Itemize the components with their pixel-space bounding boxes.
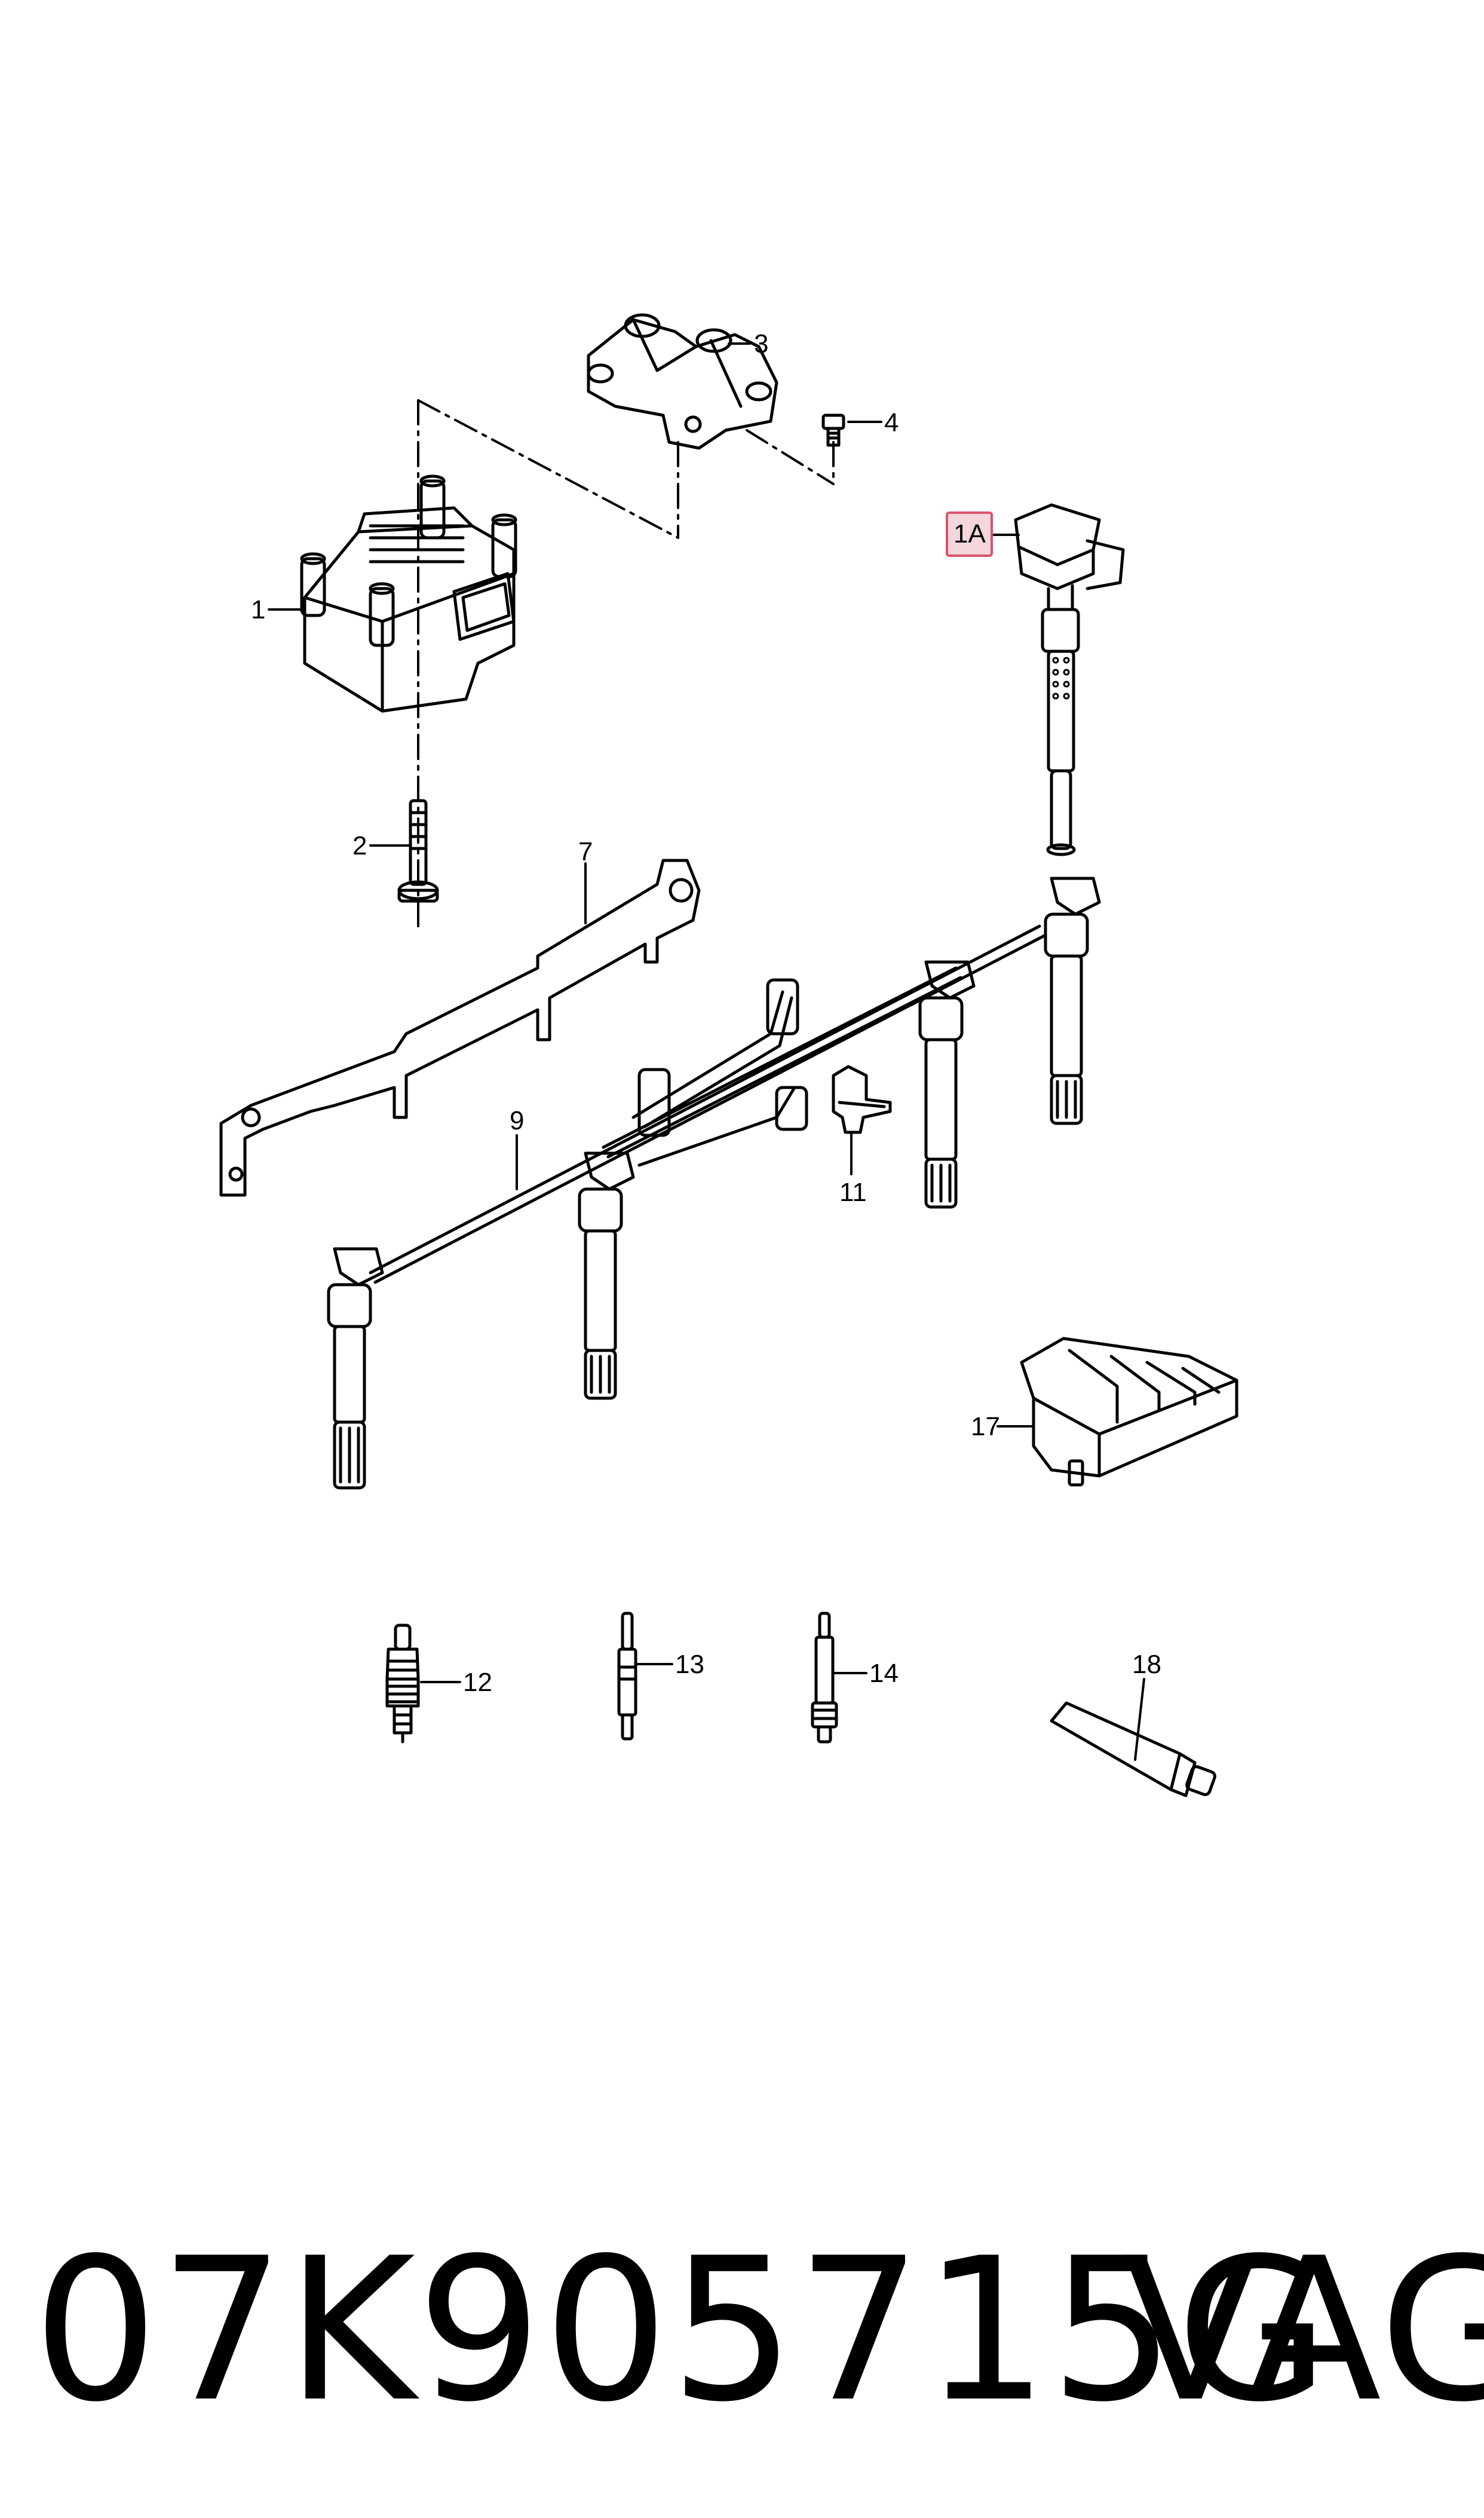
part-14-glow-plug (811, 1612, 838, 1744)
part-12-spark-plug (385, 1623, 420, 1744)
callout-4: 4 (884, 408, 899, 437)
callout-labels: 1 1A 2 3 4 7 9 11 17 12 13 14 18 (251, 329, 1161, 1697)
part-1-ignition-coil (300, 474, 517, 713)
leader-lines (268, 342, 1145, 1761)
callout-17: 17 (971, 1412, 1000, 1441)
part-number: 07K905715G (33, 2216, 1330, 2445)
callout-11: 11 (839, 1178, 867, 1207)
callout-12: 12 (463, 1668, 492, 1697)
callout-18: 18 (1132, 1650, 1161, 1679)
callout-13: 13 (675, 1650, 704, 1679)
callout-1a-highlight (946, 511, 993, 557)
part-9-ignition-wires (327, 877, 1101, 1490)
part-3-bracket (587, 313, 778, 450)
callout-9: 9 (510, 1106, 524, 1135)
part-13-glow-plug (617, 1612, 637, 1741)
callout-14: 14 (869, 1659, 899, 1688)
callout-1: 1 (251, 595, 265, 624)
part-11-wire-clip (832, 1065, 892, 1134)
callout-2: 2 (352, 831, 367, 860)
callout-3: 3 (754, 329, 768, 359)
callout-1a: 1A (953, 519, 986, 549)
part-17-connector (1020, 1337, 1238, 1487)
callout-7: 7 (578, 837, 593, 866)
brand-label: VAG (1123, 2216, 1484, 2445)
part-7-gasket (219, 859, 701, 1197)
part-18-grease-tube (1050, 1701, 1216, 1797)
part-1a-ignition-coil (1014, 503, 1125, 856)
footer: 07K905715G VAG (0, 2211, 1484, 2450)
part-2-bolt (397, 799, 439, 903)
part-4-bolt (821, 413, 845, 447)
alignment-lines (417, 399, 835, 933)
